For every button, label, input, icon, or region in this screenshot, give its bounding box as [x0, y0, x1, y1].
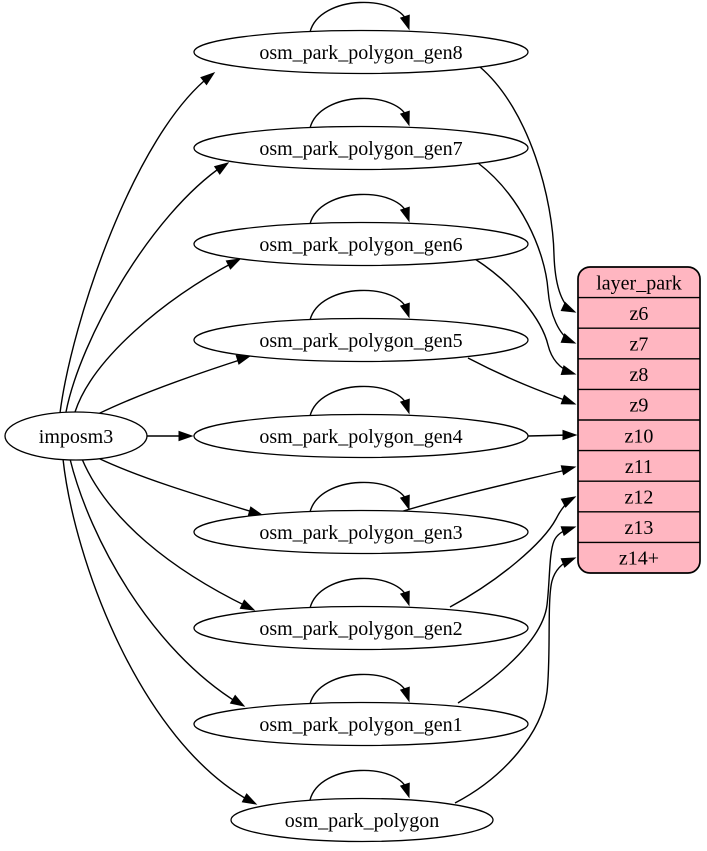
edge-osm_park_polygon_gen7-to-z7	[477, 162, 573, 343]
table-header: layer_park	[596, 272, 682, 294]
edge-imposm3-to-osm_park_polygon-arrowhead	[241, 793, 258, 805]
node-shape-osm_park_polygon_gen7	[193, 125, 529, 171]
edge-osm_park_polygon_gen8-to-z6	[479, 66, 573, 312]
table-row-z11: z11	[625, 456, 653, 478]
table-row-z9: z9	[630, 395, 649, 417]
node-label-osm_park_polygon_gen7: osm_park_polygon_gen7	[259, 138, 462, 160]
node-label-osm_park_polygon_gen3: osm_park_polygon_gen3	[259, 522, 462, 544]
node-label-osm_park_polygon_gen4: osm_park_polygon_gen4	[259, 426, 462, 448]
node-label-osm_park_polygon_gen8: osm_park_polygon_gen8	[259, 42, 462, 64]
node-osm_park_polygon_gen8: osm_park_polygon_gen8	[193, 29, 529, 75]
self-loop-osm_park_polygon	[309, 769, 409, 801]
self-loop-osm_park_polygon_gen8	[309, 1, 409, 33]
table-row-z12: z12	[625, 487, 654, 509]
table-layer_park: layer_park z6 z7 z8 z9 z10 z11 z12 z13 z14+	[577, 266, 701, 574]
edge-osm_park_polygon_gen3-to-z11	[399, 468, 571, 513]
edge-osm_park_polygon_gen5-to-z9-arrowhead	[560, 394, 577, 405]
edge-imposm3-to-osm_park_polygon_gen5-arrowhead	[235, 354, 252, 365]
edge-osm_park_polygon_gen1-to-z13-arrowhead	[560, 526, 577, 537]
table-row-z10: z10	[625, 425, 654, 447]
self-loop-osm_park_polygon_gen1-arrowhead	[399, 686, 410, 703]
node-osm_park_polygon_gen2: osm_park_polygon_gen2	[193, 605, 529, 651]
node-shape-osm_park_polygon_gen1	[193, 701, 529, 747]
node-osm_park_polygon_gen3: osm_park_polygon_gen3	[193, 509, 529, 555]
node-label-osm_park_polygon: osm_park_polygon	[285, 810, 439, 832]
edge-osm_park_polygon_gen6-to-z8-arrowhead	[560, 365, 577, 376]
node-shape-osm_park_polygon_gen6	[193, 221, 529, 267]
table-row-z7: z7	[630, 334, 649, 356]
edge-imposm3-to-osm_park_polygon_gen2	[81, 458, 249, 608]
self-loop-osm_park_polygon_gen7	[309, 97, 409, 129]
edge-imposm3-to-osm_park_polygon_gen1	[69, 458, 239, 704]
edge-osm_park_polygon-to-z14+	[454, 558, 573, 804]
node-label-imposm3: imposm3	[39, 426, 113, 448]
edge-osm_park_polygon_gen6-to-z8	[474, 258, 573, 374]
edge-imposm3-to-osm_park_polygon_gen5	[97, 357, 247, 415]
self-loop-osm_park_polygon_gen4-arrowhead	[399, 398, 410, 415]
edge-imposm3-to-osm_park_polygon_gen6	[74, 260, 237, 413]
self-loop-osm_park_polygon_gen2	[309, 577, 409, 609]
edge-imposm3-to-osm_park_polygon_gen2-arrowhead	[239, 599, 256, 611]
node-shape-osm_park_polygon	[230, 797, 494, 843]
table-row-z6: z6	[630, 303, 649, 325]
self-loop-osm_park_polygon_gen4	[309, 385, 409, 417]
edge-osm_park_polygon_gen1-to-z13	[457, 527, 573, 704]
node-shape-osm_park_polygon_gen4	[193, 413, 529, 459]
edge-imposm3-to-osm_park_polygon_gen8	[59, 75, 211, 414]
edge-imposm3-to-osm_park_polygon_gen4-arrowhead	[178, 430, 194, 442]
self-loop-osm_park_polygon_gen5	[309, 289, 409, 321]
node-label-osm_park_polygon_gen2: osm_park_polygon_gen2	[259, 618, 462, 640]
node-shape-osm_park_polygon_gen2	[193, 605, 529, 651]
edge-osm_park_polygon_gen3-to-z11-arrowhead	[560, 465, 577, 476]
edge-osm_park_polygon_gen2-to-z12-arrowhead	[560, 496, 577, 508]
self-loop-osm_park_polygon_gen6	[309, 193, 409, 225]
edge-imposm3-to-osm_park_polygon_gen6-arrowhead	[225, 258, 242, 270]
node-imposm3: imposm3	[4, 411, 148, 461]
self-loop-osm_park_polygon_gen5-arrowhead	[399, 302, 410, 319]
edge-osm_park_polygon_gen4-to-z10-arrowhead	[562, 429, 578, 441]
edge-imposm3-to-osm_park_polygon_gen3	[97, 457, 257, 514]
edge-osm_park_polygon_gen7-to-z7-arrowhead	[560, 333, 577, 344]
self-loop-osm_park_polygon-arrowhead	[399, 782, 410, 799]
edge-imposm3-to-osm_park_polygon	[62, 458, 251, 802]
edge-osm_park_polygon_gen5-to-z9	[467, 357, 571, 403]
table-row-z14+: z14+	[619, 548, 659, 570]
self-loop-osm_park_polygon_gen3-arrowhead	[399, 494, 410, 511]
table-row-z8: z8	[630, 364, 649, 386]
edge-imposm3-to-osm_park_polygon_gen1-arrowhead	[229, 694, 246, 707]
node-osm_park_polygon_gen5: osm_park_polygon_gen5	[193, 317, 529, 363]
edge-imposm3-to-osm_park_polygon_gen7-arrowhead	[213, 162, 230, 175]
node-osm_park_polygon_gen4: osm_park_polygon_gen4	[193, 413, 529, 459]
edge-imposm3-to-osm_park_polygon_gen7	[65, 164, 225, 413]
edge-osm_park_polygon_gen8-to-z6-arrowhead	[560, 301, 577, 313]
node-shape-osm_park_polygon_gen5	[193, 317, 529, 363]
node-label-osm_park_polygon_gen1: osm_park_polygon_gen1	[259, 714, 462, 736]
node-osm_park_polygon_gen7: osm_park_polygon_gen7	[193, 125, 529, 171]
node-osm_park_polygon_gen6: osm_park_polygon_gen6	[193, 221, 529, 267]
self-loop-osm_park_polygon_gen8-arrowhead	[399, 14, 410, 31]
edge-osm_park_polygon-to-z14+-arrowhead	[560, 557, 577, 568]
self-loop-osm_park_polygon_gen3	[309, 481, 409, 513]
node-osm_park_polygon_gen1: osm_park_polygon_gen1	[193, 701, 529, 747]
node-label-osm_park_polygon_gen5: osm_park_polygon_gen5	[259, 330, 462, 352]
self-loop-osm_park_polygon_gen7-arrowhead	[399, 110, 410, 127]
node-shape-imposm3	[4, 411, 148, 461]
table-row-z13: z13	[625, 517, 654, 539]
self-loop-osm_park_polygon_gen1	[309, 673, 409, 705]
node-shape-osm_park_polygon_gen8	[193, 29, 529, 75]
node-shape-osm_park_polygon_gen3	[193, 509, 529, 555]
node-osm_park_polygon: osm_park_polygon	[230, 797, 494, 843]
edge-imposm3-to-osm_park_polygon_gen8-arrowhead	[200, 72, 216, 86]
self-loop-osm_park_polygon_gen2-arrowhead	[399, 590, 410, 607]
self-loop-osm_park_polygon_gen6-arrowhead	[399, 206, 410, 223]
node-label-osm_park_polygon_gen6: osm_park_polygon_gen6	[259, 234, 462, 256]
